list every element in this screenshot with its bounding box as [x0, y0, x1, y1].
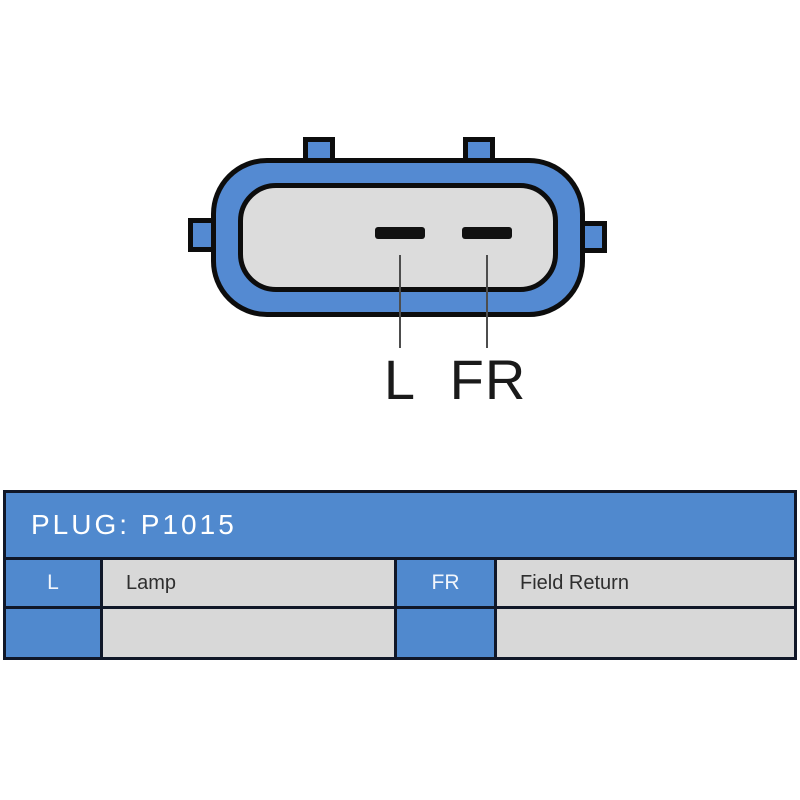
leader-line-FR	[486, 255, 488, 348]
plug-table-title: PLUG: P1015	[6, 493, 794, 557]
pin-label-L: L	[383, 348, 417, 411]
table-cell-empty-pin-left	[6, 609, 100, 657]
terminal-L-icon	[375, 227, 425, 239]
table-cell-desc-lamp: Lamp	[103, 560, 394, 606]
pin-label-FR: FR	[449, 348, 527, 411]
table-cell-pin-FR: FR	[397, 560, 494, 606]
leader-line-L	[399, 255, 401, 348]
terminal-FR-icon	[462, 227, 512, 239]
table-cell-empty-pin-right	[397, 609, 494, 657]
table-cell-empty-desc-right	[497, 609, 794, 657]
table-cell-desc-field-return: Field Return	[497, 560, 794, 606]
table-cell-pin-L: L	[6, 560, 100, 606]
plug-table: PLUG: P1015 L Lamp FR Field Return	[3, 490, 797, 660]
table-cell-empty-desc-left	[103, 609, 394, 657]
